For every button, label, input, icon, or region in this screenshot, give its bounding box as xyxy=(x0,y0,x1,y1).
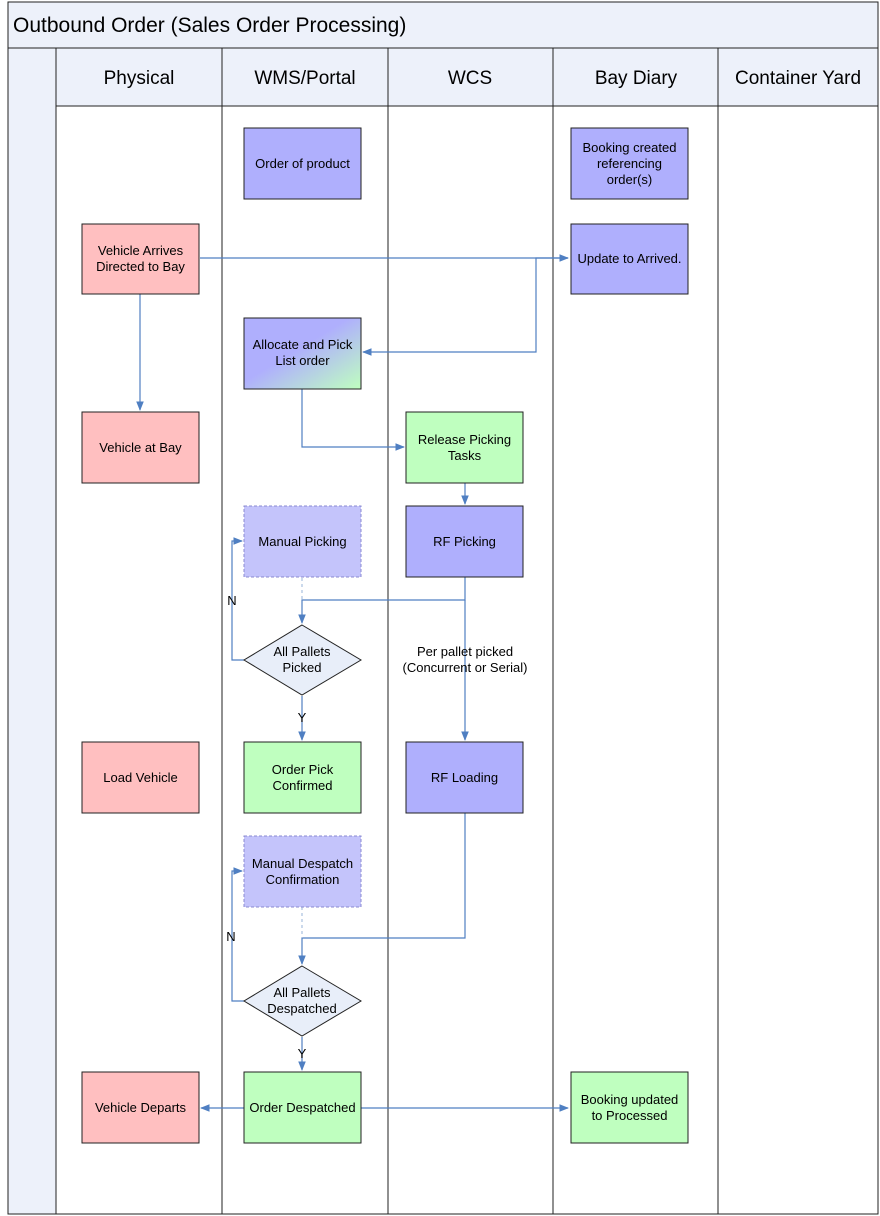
node-label-line-2: Directed to Bay xyxy=(96,259,185,274)
lane-title-container-yard: Container Yard xyxy=(735,68,861,89)
node-booking-created[interactable]: Booking created referencing order(s) xyxy=(570,127,689,200)
decision-label-line-1: All Pallets xyxy=(273,644,331,659)
lane-margin xyxy=(7,47,57,1215)
node-label-line-1: Release Picking xyxy=(418,432,511,447)
edges xyxy=(136,254,569,1112)
node-release-picking[interactable]: Release Picking Tasks xyxy=(405,411,524,484)
edge-label-yes-1: Y xyxy=(298,710,307,725)
edge-label-per-pallet-line-2: (Concurrent or Serial) xyxy=(403,660,528,675)
lane-header-physical xyxy=(55,47,223,107)
lane-title-physical: Physical xyxy=(104,68,175,89)
node-label: Manual Picking xyxy=(258,534,346,549)
node-label: Vehicle Departs xyxy=(95,1100,187,1115)
node-label: RF Picking xyxy=(433,534,496,549)
edge-no-to-manual-despatch xyxy=(231,867,244,1002)
decision-label-line-1: All Pallets xyxy=(273,985,331,1000)
lane-header-bay-diary xyxy=(552,47,719,107)
node-label: Order of product xyxy=(255,156,350,171)
decision-label-line-2: Despatched xyxy=(267,1001,336,1016)
edge-label-yes-2: Y xyxy=(298,1046,307,1061)
edge-allocate-to-release xyxy=(301,389,405,451)
edge-rf-picking-to-pallets-picked xyxy=(298,577,466,624)
node-update-arrived[interactable]: Update to Arrived. xyxy=(570,223,689,295)
node-label-line-1: Manual Despatch xyxy=(252,856,353,871)
node-label: Order Despatched xyxy=(249,1100,355,1115)
edge-label-no-1: N xyxy=(227,593,236,608)
edge-rf-loading-to-pallets-despatched xyxy=(298,813,466,965)
node-label: Vehicle at Bay xyxy=(99,440,182,455)
node-label-line-2: List order xyxy=(275,353,330,368)
edge-update-to-allocate xyxy=(362,257,568,356)
lane-title-wms: WMS/Portal xyxy=(254,68,355,89)
node-label: Load Vehicle xyxy=(103,770,177,785)
decision-all-pallets-picked[interactable]: All Pallets Picked xyxy=(243,624,362,696)
node-manual-picking[interactable]: Manual Picking xyxy=(243,505,362,578)
edge-no-to-manual-picking xyxy=(231,537,244,661)
node-order-despatched[interactable]: Order Despatched xyxy=(243,1071,362,1144)
node-label-line-1: Order Pick xyxy=(272,762,334,777)
edge-label-per-pallet-line-1: Per pallet picked xyxy=(417,644,513,659)
node-label: RF Loading xyxy=(431,770,498,785)
node-label-line-2: to Processed xyxy=(592,1108,668,1123)
node-label-line-1: Booking updated xyxy=(581,1092,679,1107)
lane-headers: Physical WMS/Portal WCS Bay Diary Contai… xyxy=(55,47,879,107)
node-label-line-1: Allocate and Pick xyxy=(253,337,353,352)
lane-dividers xyxy=(55,106,719,1214)
node-label-line-2: Confirmed xyxy=(273,778,333,793)
node-manual-despatch[interactable]: Manual Despatch Confirmation xyxy=(243,835,362,908)
node-label-line-1: Booking created xyxy=(583,140,677,155)
diagram-frame xyxy=(7,1,879,1215)
lane-header-wms xyxy=(221,47,389,107)
decision-label-line-2: Picked xyxy=(282,660,321,675)
edge-label-no-2: N xyxy=(226,929,235,944)
node-order-pick-confirmed[interactable]: Order Pick Confirmed xyxy=(243,741,362,814)
node-label-line-3: order(s) xyxy=(607,172,653,187)
node-label-line-2: Confirmation xyxy=(266,872,340,887)
node-label-line-2: Tasks xyxy=(448,448,482,463)
lane-title-bay-diary: Bay Diary xyxy=(595,68,678,89)
lane-header-container-yard xyxy=(717,47,879,107)
node-vehicle-at-bay[interactable]: Vehicle at Bay xyxy=(81,411,200,484)
node-booking-processed[interactable]: Booking updated to Processed xyxy=(570,1071,689,1144)
node-rf-loading[interactable]: RF Loading xyxy=(405,741,524,814)
title-bar xyxy=(7,1,879,49)
node-vehicle-departs[interactable]: Vehicle Departs xyxy=(81,1071,200,1144)
node-rf-picking[interactable]: RF Picking xyxy=(405,505,524,578)
diagram-title: Outbound Order (Sales Order Processing) xyxy=(13,14,406,37)
node-label: Update to Arrived. xyxy=(577,251,681,266)
node-vehicle-arrives[interactable]: Vehicle Arrives Directed to Bay xyxy=(81,223,200,295)
node-label-line-2: referencing xyxy=(597,156,662,171)
lane-title-wcs: WCS xyxy=(448,68,492,89)
node-order-of-product[interactable]: Order of product xyxy=(243,127,362,200)
node-allocate-pick[interactable]: Allocate and Pick List order xyxy=(243,317,362,390)
node-label-line-1: Vehicle Arrives xyxy=(98,243,184,258)
decision-all-pallets-despatched[interactable]: All Pallets Despatched xyxy=(243,965,362,1037)
lane-header-wcs xyxy=(387,47,554,107)
node-load-vehicle[interactable]: Load Vehicle xyxy=(81,741,200,814)
